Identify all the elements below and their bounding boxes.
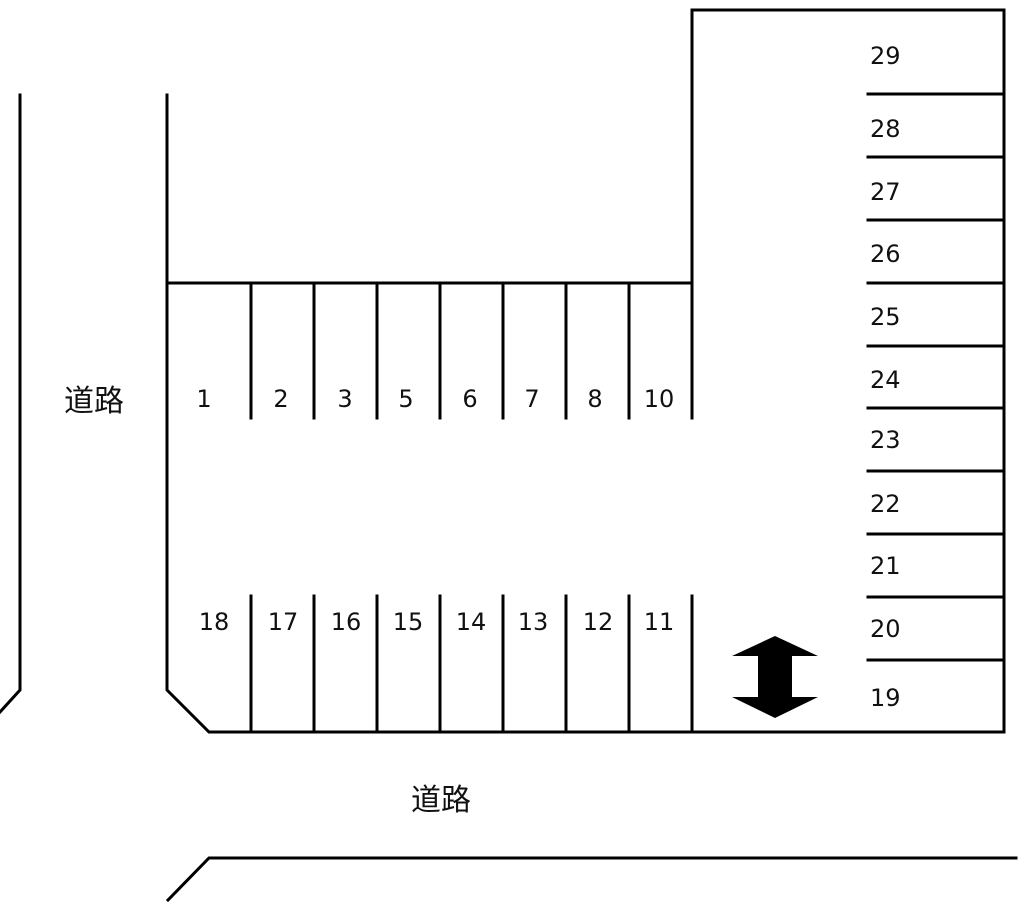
road-label-left: 道路 [64, 384, 124, 419]
spot-label: 29 [870, 42, 901, 70]
spot-label: 18 [199, 608, 230, 636]
spot-label: 25 [870, 303, 901, 331]
bottom-row-labels: 18 17 16 15 14 13 12 11 [199, 608, 675, 636]
spot-label: 3 [337, 385, 352, 413]
spot-label: 2 [273, 385, 288, 413]
spot-label: 13 [518, 608, 549, 636]
spot-label: 19 [870, 684, 901, 712]
spot-label: 28 [870, 115, 901, 143]
double-arrow-vertical-icon [732, 636, 818, 718]
spot-label: 1 [196, 385, 211, 413]
spot-label: 17 [268, 608, 299, 636]
spot-label: 16 [331, 608, 362, 636]
spot-label: 22 [870, 490, 901, 518]
right-column-labels: 29 28 27 26 25 24 23 22 21 20 19 [870, 42, 901, 712]
spot-label: 14 [456, 608, 487, 636]
bottom-road-edge [165, 856, 1018, 903]
spot-label: 23 [870, 426, 901, 454]
spot-label: 8 [587, 385, 602, 413]
left-road-edge [0, 93, 22, 715]
right-column-separators [866, 92, 1006, 662]
top-row-separators [249, 281, 631, 420]
top-row-labels: 1 2 3 5 6 7 8 10 [196, 385, 674, 413]
spot-label: 24 [870, 366, 901, 394]
spot-label: 6 [462, 385, 477, 413]
spot-label: 12 [583, 608, 614, 636]
spot-label: 10 [644, 385, 675, 413]
spot-label: 21 [870, 552, 901, 580]
spot-label: 27 [870, 178, 901, 206]
spot-label: 11 [644, 608, 675, 636]
spot-label: 26 [870, 240, 901, 268]
spot-label: 5 [398, 385, 413, 413]
road-label-bottom: 道路 [411, 783, 471, 818]
bottom-row-separators [249, 594, 694, 734]
spot-label: 7 [524, 385, 539, 413]
spot-label: 15 [393, 608, 424, 636]
spot-label: 20 [870, 615, 901, 643]
lot-outline [165, 8, 1006, 734]
